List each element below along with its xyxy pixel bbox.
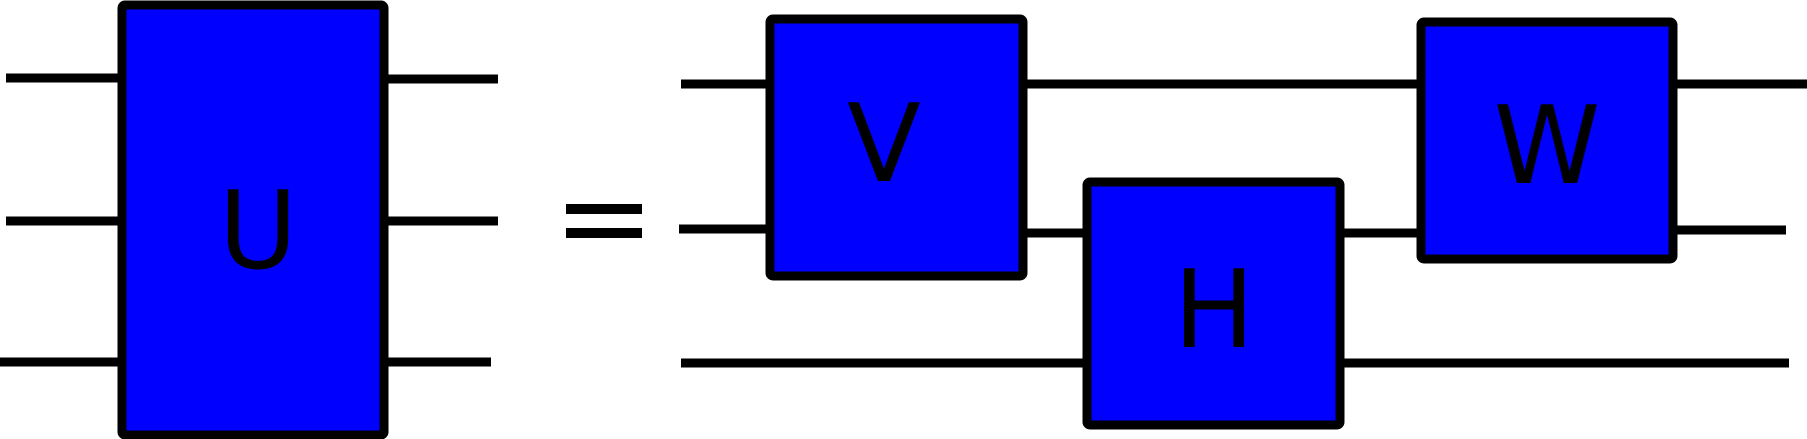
gate-v-label: V: [847, 82, 921, 207]
gate-v-box: [765, 14, 1028, 281]
gate-w-label: W: [1494, 84, 1601, 209]
lhs-circuit: U: [0, 0, 498, 439]
equals-bar-bottom: [566, 228, 642, 238]
equals-bar-top: [566, 204, 642, 214]
rhs-circuit: V H W: [679, 14, 1807, 430]
gate-w-box: [1416, 17, 1678, 264]
gate-u-box: [117, 0, 389, 439]
gate-h-label: H: [1173, 248, 1254, 373]
equals-sign: =: [566, 204, 642, 238]
gate-u-label: U: [218, 169, 297, 294]
gate-h-box: [1082, 177, 1345, 430]
